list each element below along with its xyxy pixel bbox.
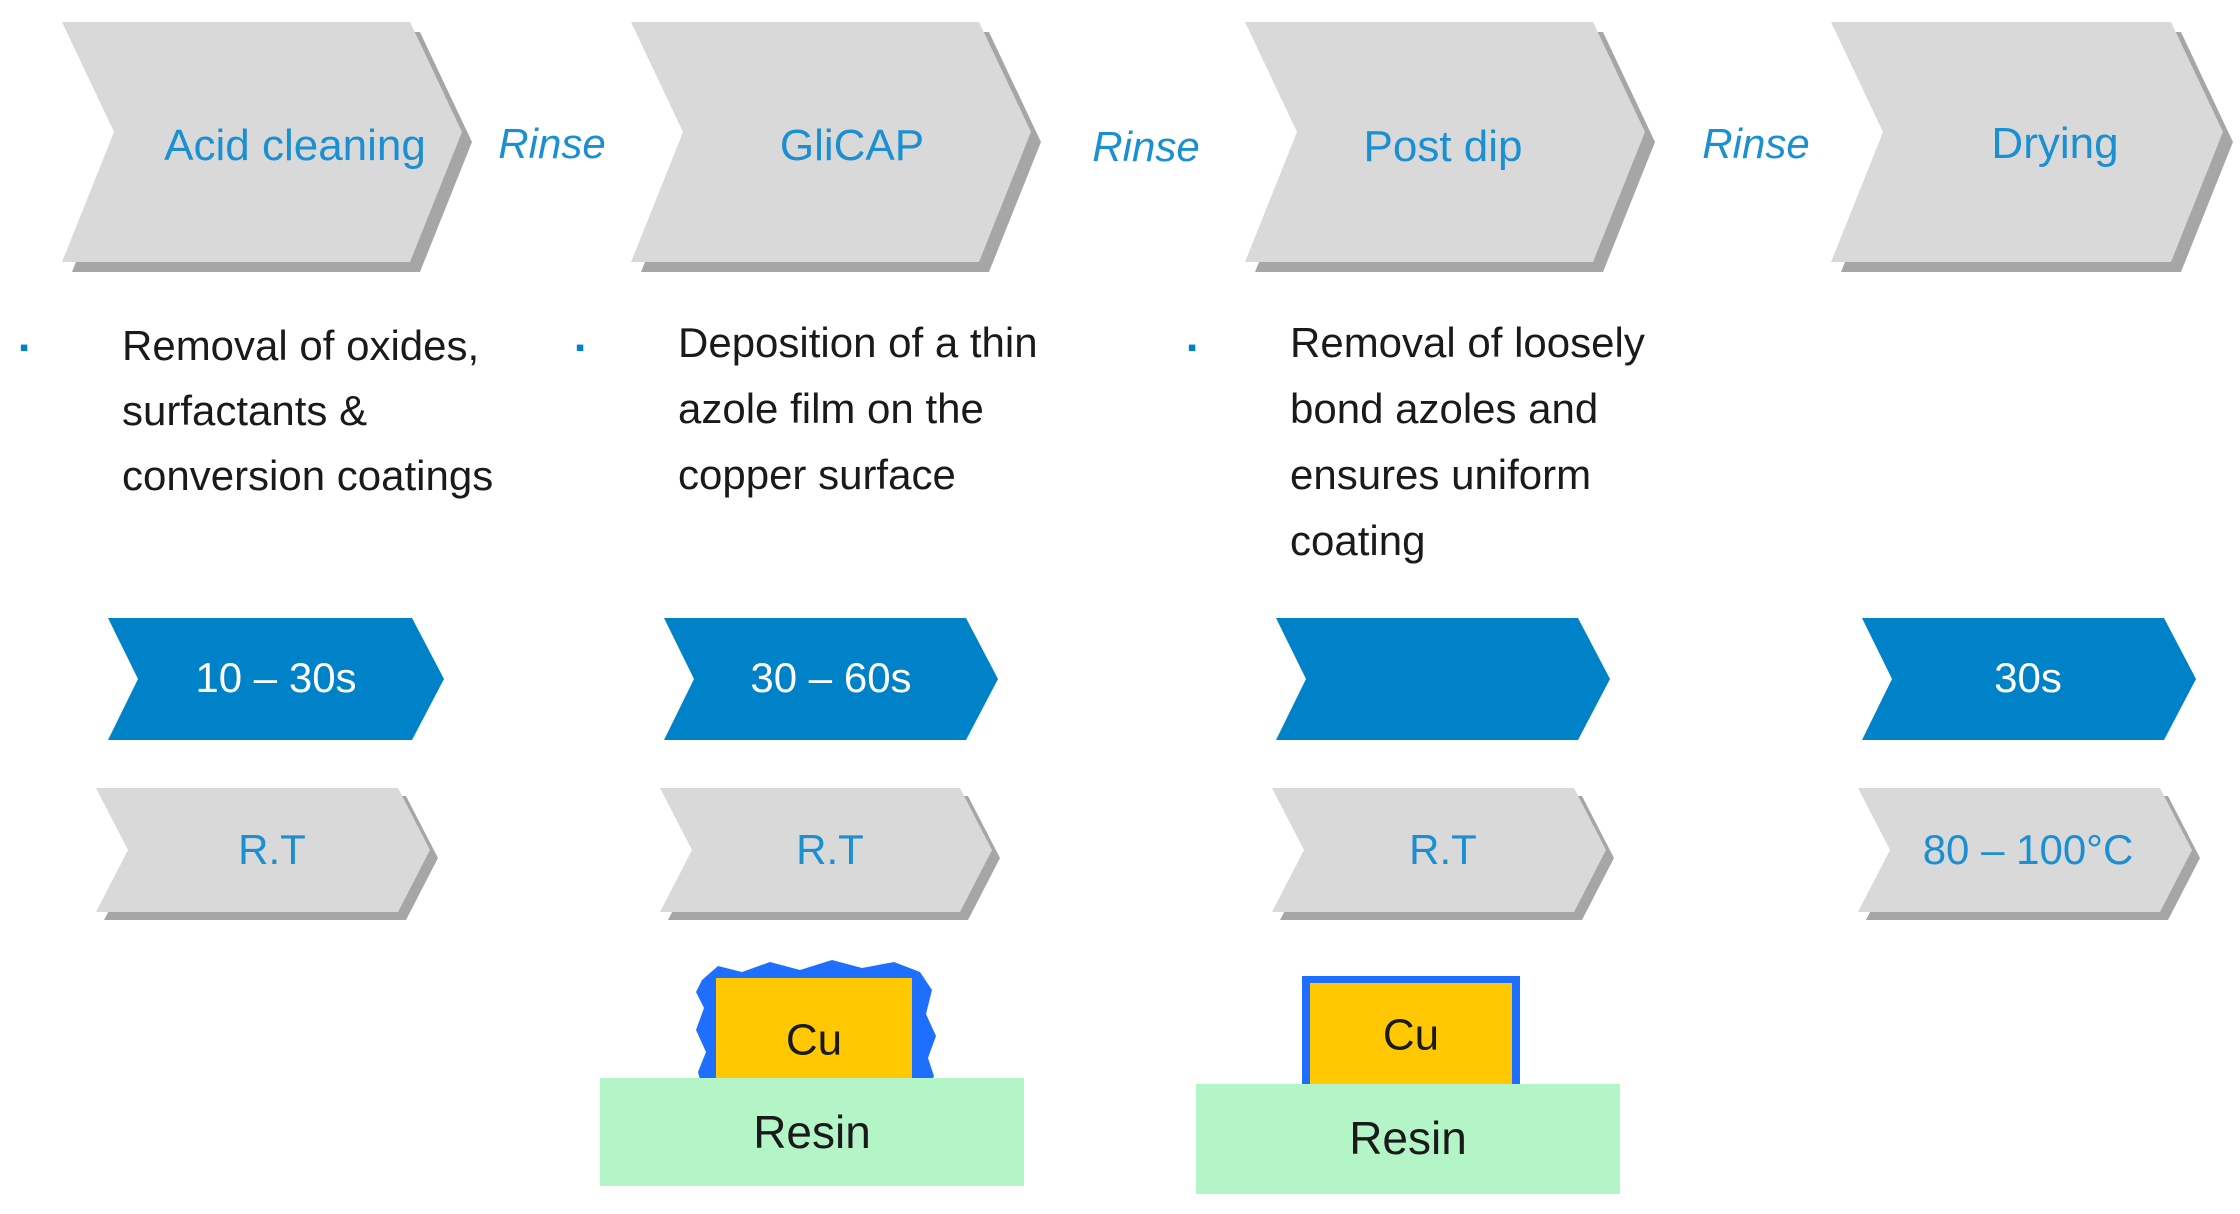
description-line: Deposition of a thin	[678, 319, 1038, 366]
copper-block	[1310, 983, 1512, 1088]
rinse-label: Rinse	[1702, 120, 1809, 167]
resin-label: Resin	[1349, 1112, 1467, 1164]
step-label: Drying	[1991, 119, 2118, 168]
step-label: Post dip	[1364, 122, 1523, 171]
rinse-label: Rinse	[498, 120, 605, 167]
temperature-label: R.T	[796, 826, 864, 873]
description-line: Removal of oxides,	[122, 322, 479, 369]
resin-substrate	[600, 1078, 1024, 1186]
step-chevron-drying: Drying	[1831, 22, 2233, 272]
copper-label: Cu	[786, 1016, 842, 1065]
step-description-glicap: ▪ Deposition of a thin azole film on the…	[575, 319, 1037, 498]
cross-section-rough-coating: Cu Resin	[600, 960, 1024, 1186]
description-line: coating	[1290, 517, 1425, 564]
cross-section-uniform-coating: Cu Resin	[1196, 976, 1620, 1194]
step-chevron-glicap: GliCAP	[631, 22, 1041, 272]
step-chevron-acid-cleaning: Acid cleaning	[62, 22, 472, 272]
temperature-label: R.T	[1409, 826, 1477, 873]
resin-substrate	[1196, 1084, 1620, 1194]
bullet-marker: ▪	[19, 332, 28, 362]
temperature-chevron-glicap: R.T	[660, 788, 1000, 920]
description-line: azole film on the	[678, 385, 984, 432]
time-chevron-post-dip	[1276, 618, 1610, 740]
description-line: surfactants &	[122, 387, 367, 434]
copper-label: Cu	[1383, 1011, 1439, 1060]
bullet-marker: ▪	[575, 332, 584, 362]
description-line: bond azoles and	[1290, 385, 1598, 432]
rinse-label: Rinse	[1092, 123, 1199, 170]
resin-label: Resin	[753, 1106, 871, 1158]
step-description-acid-cleaning: ▪ Removal of oxides, surfactants & conve…	[19, 322, 493, 499]
description-line: Removal of loosely	[1290, 319, 1645, 366]
time-chevron-glicap: 30 – 60s	[664, 618, 998, 740]
bullet-marker: ▪	[1187, 332, 1196, 362]
temperature-chevron-post-dip: R.T	[1272, 788, 1614, 920]
time-chevron-acid-cleaning: 10 – 30s	[108, 618, 444, 740]
time-label: 30s	[1994, 654, 2062, 701]
step-label: GliCAP	[780, 121, 924, 170]
temperature-label: 80 – 100°C	[1923, 826, 2134, 873]
description-line: copper surface	[678, 451, 956, 498]
temperature-label: R.T	[238, 826, 306, 873]
description-line: conversion coatings	[122, 452, 493, 499]
step-label: Acid cleaning	[164, 121, 426, 170]
description-line: ensures uniform	[1290, 451, 1591, 498]
time-label: 10 – 30s	[195, 654, 356, 701]
step-chevron-post-dip: Post dip	[1245, 22, 1655, 272]
temperature-chevron-drying: 80 – 100°C	[1858, 788, 2200, 920]
time-label: 30 – 60s	[750, 654, 911, 701]
time-chevron-drying: 30s	[1862, 618, 2196, 740]
step-description-post-dip: ▪ Removal of loosely bond azoles and ens…	[1187, 319, 1644, 564]
copper-block	[716, 978, 912, 1094]
temperature-chevron-acid-cleaning: R.T	[96, 788, 438, 920]
